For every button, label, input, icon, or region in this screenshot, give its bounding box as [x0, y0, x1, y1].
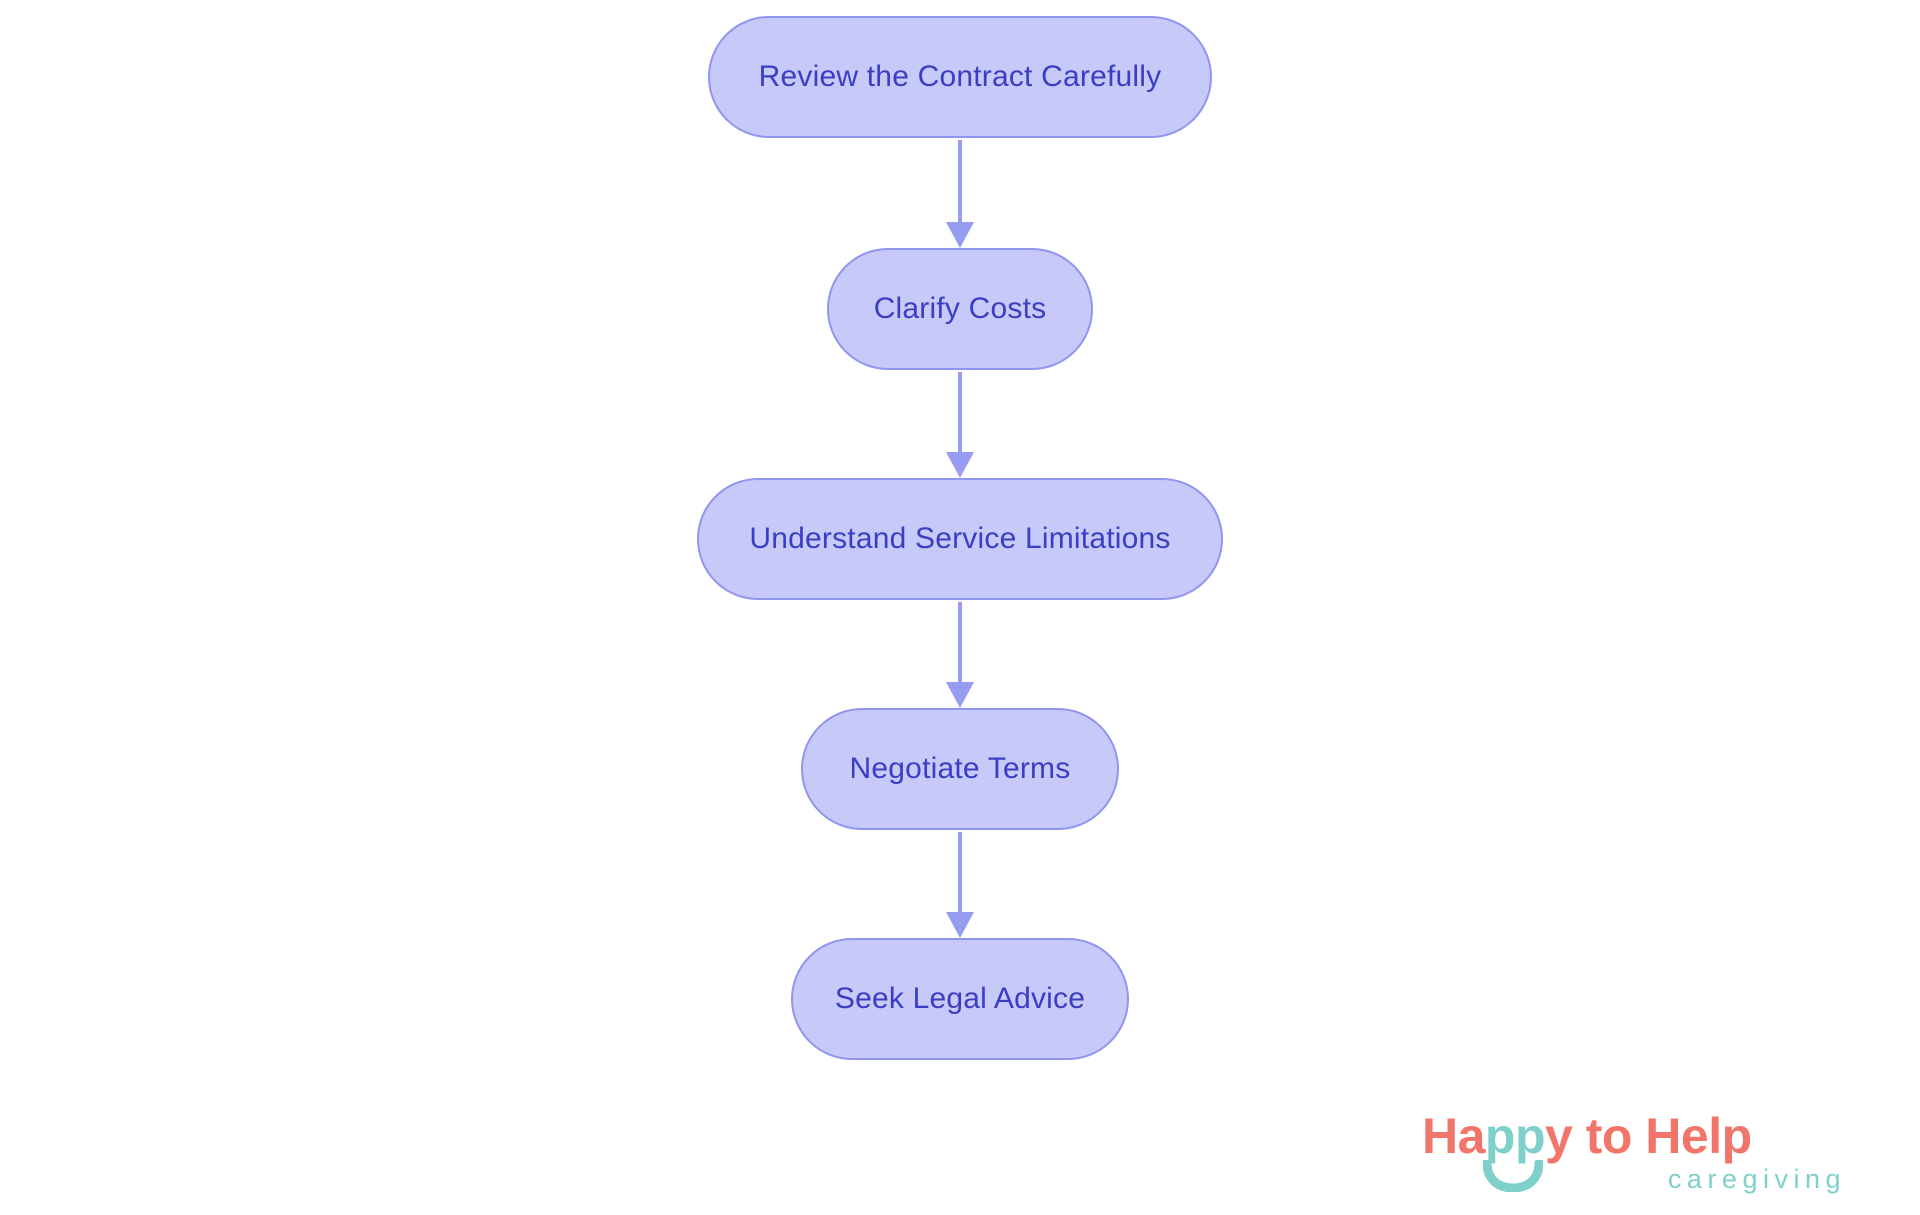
node-label: Clarify Costs — [873, 292, 1047, 325]
node-label: Understand Service Limitations — [749, 522, 1171, 555]
flow-arrow-down-icon — [958, 832, 962, 912]
smile-icon — [1482, 1160, 1543, 1192]
node-label: Negotiate Terms — [849, 752, 1071, 785]
node-seek-legal-advice: Seek Legal Advice — [791, 938, 1129, 1060]
flow-arrow-down-icon — [958, 602, 962, 682]
node-review-contract: Review the Contract Carefully — [708, 16, 1212, 138]
node-negotiate-terms: Negotiate Terms — [801, 708, 1119, 830]
logo-text-pp: pp — [1482, 1108, 1546, 1192]
logo-text-ha: Ha — [1422, 1108, 1485, 1164]
node-service-limitations: Understand Service Limitations — [697, 478, 1223, 600]
flow-arrow-down-icon — [958, 372, 962, 452]
node-label: Seek Legal Advice — [834, 982, 1086, 1015]
node-label: Review the Contract Carefully — [758, 60, 1162, 93]
node-clarify-costs: Clarify Costs — [827, 248, 1093, 370]
flow-arrow-down-icon — [958, 140, 962, 222]
logo-text-rest: y to Help — [1545, 1108, 1752, 1164]
logo-text-pp-glyphs: pp — [1484, 1108, 1546, 1164]
logo-tagline: caregiving — [1667, 1164, 1846, 1194]
